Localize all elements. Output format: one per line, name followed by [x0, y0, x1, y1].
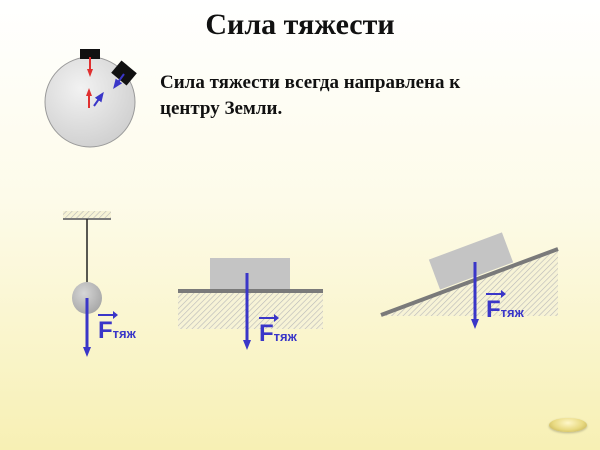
incline-diagram: [380, 232, 559, 329]
force-subscript: тяж: [112, 326, 136, 341]
force-label-pendulum: Fтяж: [98, 311, 136, 345]
body-on-top: [80, 49, 100, 59]
flat-surface-diagram: [178, 258, 323, 350]
block-flat: [210, 258, 290, 289]
force-subscript: тяж: [500, 305, 524, 320]
incline-surface: [380, 247, 559, 317]
force-symbol: F: [486, 296, 501, 323]
ceiling-hatch: [63, 211, 111, 219]
block-incline: [428, 232, 514, 290]
gravity-statement: Сила тяжести всегда направлена к центру …: [160, 72, 461, 119]
vector-mark: [486, 290, 506, 298]
slide-title: Сила тяжести: [205, 8, 395, 41]
force-label-flat: Fтяж: [259, 314, 297, 348]
ground-hatch: [178, 291, 323, 329]
force-symbol: F: [98, 317, 113, 344]
force-symbol: F: [259, 320, 274, 347]
force-label-incline: Fтяж: [486, 290, 524, 324]
vector-mark: [259, 314, 279, 322]
body-on-side: [111, 60, 137, 86]
next-slide-button[interactable]: [549, 418, 587, 432]
gravity-arrow-side: [113, 73, 125, 90]
earth-diagram: [44, 49, 137, 148]
gravity-arrow-center: [93, 91, 104, 107]
force-subscript: тяж: [273, 329, 297, 344]
vector-mark: [98, 311, 118, 319]
pendulum-diagram: [63, 211, 111, 357]
